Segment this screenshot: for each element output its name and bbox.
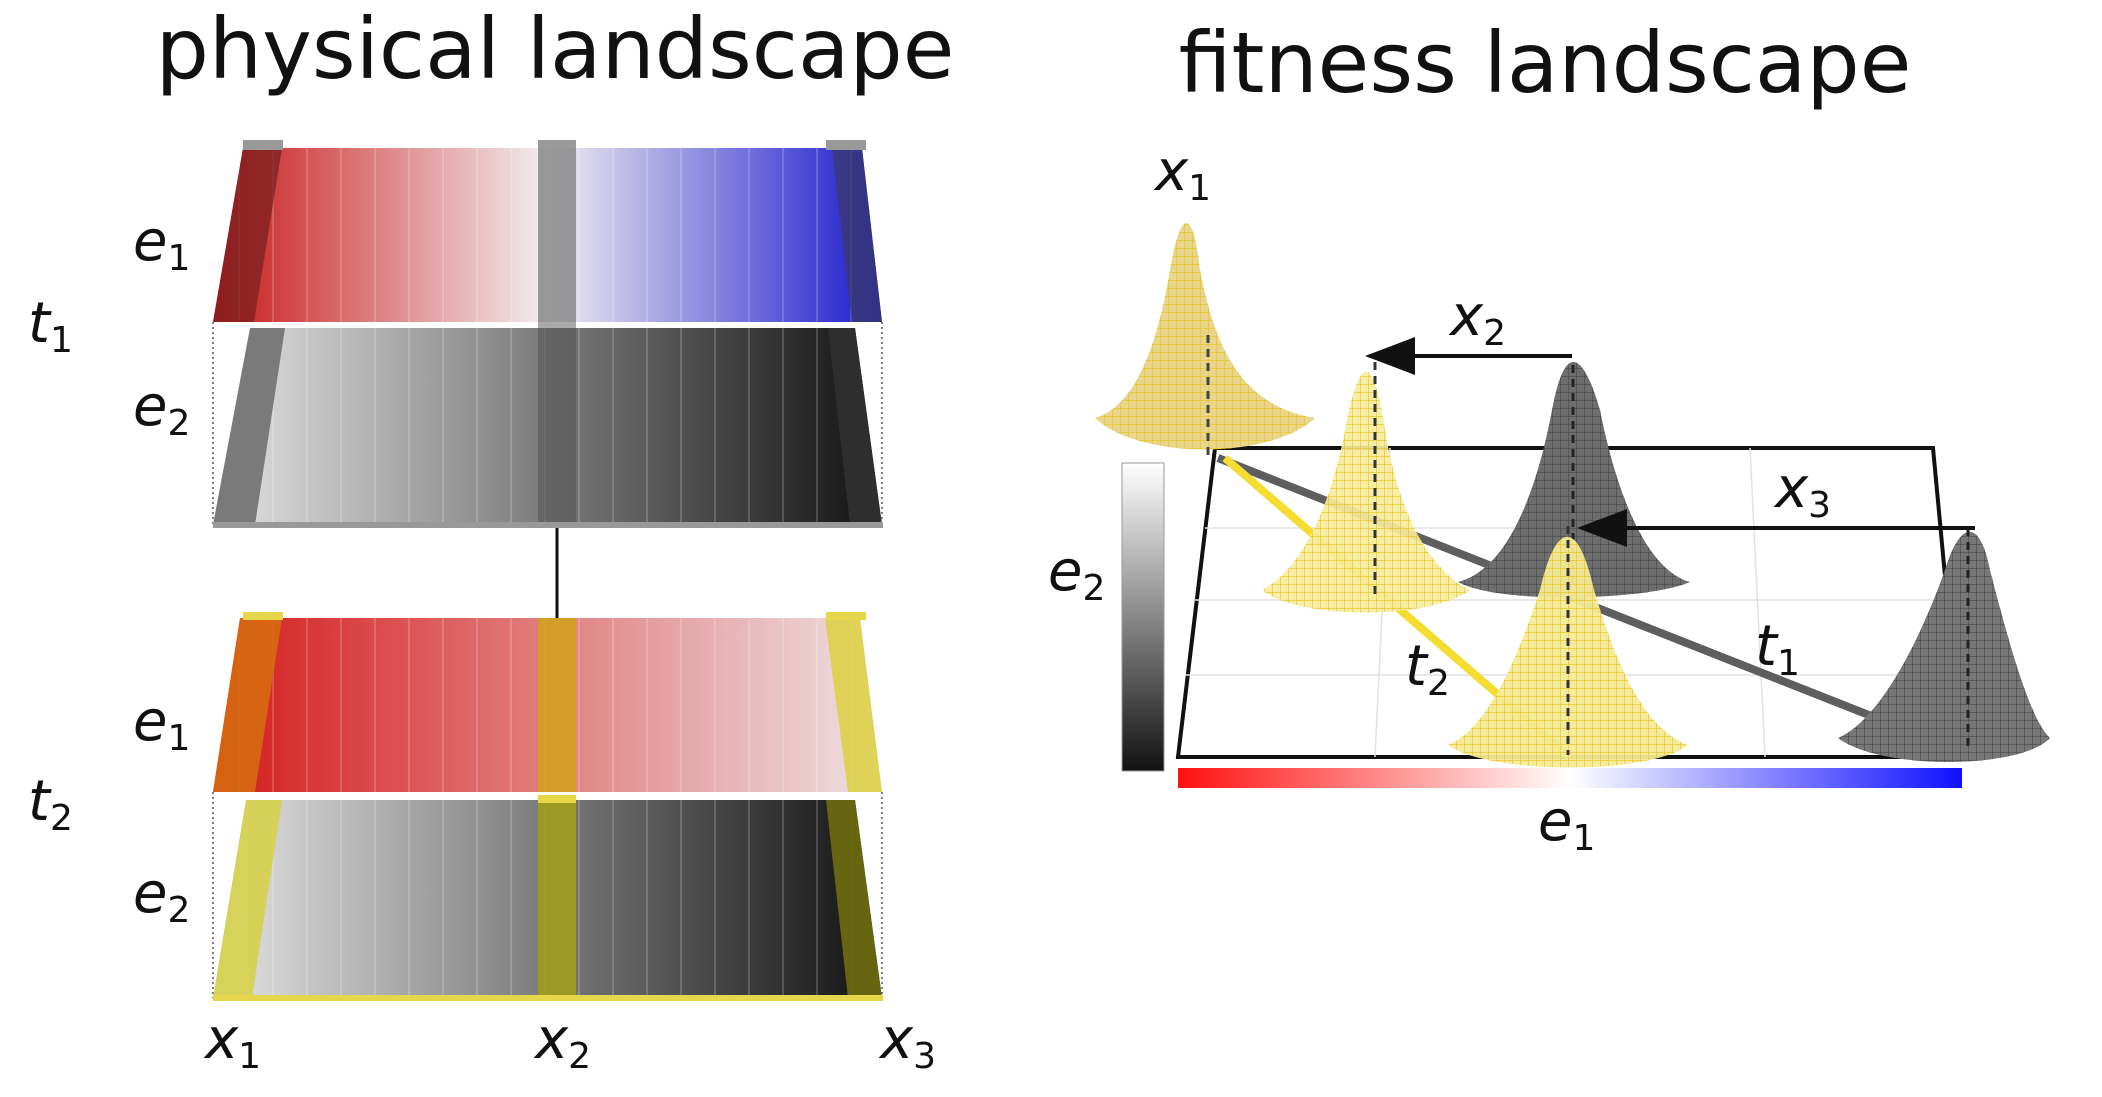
label-t1: t1 bbox=[28, 291, 73, 361]
label-t2: t2 bbox=[28, 769, 73, 839]
svg-text:t2: t2 bbox=[1405, 634, 1450, 704]
strip-t1-e2 bbox=[213, 328, 883, 528]
label-x3-left: x3 bbox=[878, 1007, 936, 1077]
svg-text:x3: x3 bbox=[878, 1007, 936, 1077]
svg-text:e1: e1 bbox=[1538, 789, 1595, 859]
label-e2-top: e2 bbox=[133, 374, 190, 444]
label-e1-right: e1 bbox=[1538, 789, 1595, 859]
label-t2-right: t2 bbox=[1405, 634, 1450, 704]
arrow-x3-shift bbox=[1577, 509, 1975, 547]
svg-text:e2: e2 bbox=[133, 374, 190, 444]
arrow-x2-shift bbox=[1365, 337, 1572, 375]
svg-text:e2: e2 bbox=[1048, 539, 1105, 609]
svg-text:e1: e1 bbox=[133, 689, 190, 759]
svg-text:x3: x3 bbox=[1773, 456, 1831, 526]
label-x1-right: x1 bbox=[1153, 139, 1211, 209]
e1-color-bar bbox=[1178, 768, 1962, 788]
svg-text:t1: t1 bbox=[28, 291, 73, 361]
svg-text:x1: x1 bbox=[1153, 139, 1211, 209]
strip-t2-e2 bbox=[213, 795, 883, 1001]
label-e1-top: e1 bbox=[133, 209, 190, 279]
peak-x3-t2 bbox=[1448, 526, 1688, 768]
svg-text:e2: e2 bbox=[133, 861, 190, 931]
title-physical-landscape: physical landscape bbox=[156, 0, 955, 98]
peak-x1-t1t2 bbox=[1095, 223, 1315, 455]
e2-color-bar bbox=[1121, 462, 1165, 772]
title-fitness-landscape: fitness landscape bbox=[1179, 14, 1912, 112]
label-x1-left: x1 bbox=[203, 1007, 261, 1077]
peak-x3-t1 bbox=[1838, 528, 2050, 762]
svg-text:x1: x1 bbox=[203, 1007, 261, 1077]
svg-text:x2: x2 bbox=[533, 1007, 591, 1077]
label-x2-right: x2 bbox=[1448, 284, 1506, 354]
label-x2-left: x2 bbox=[533, 1007, 591, 1077]
label-x3-right: x3 bbox=[1773, 456, 1831, 526]
label-e2-right: e2 bbox=[1048, 539, 1105, 609]
svg-text:t1: t1 bbox=[1755, 614, 1800, 684]
strip-t1-e1 bbox=[213, 140, 882, 330]
guide-lines bbox=[212, 322, 883, 998]
svg-text:t2: t2 bbox=[28, 769, 73, 839]
label-e1-bottom: e1 bbox=[133, 689, 190, 759]
label-e2-bottom: e2 bbox=[133, 861, 190, 931]
strip-t2-e1 bbox=[213, 612, 882, 792]
label-t1-right: t1 bbox=[1755, 614, 1800, 684]
peak-x2-t2 bbox=[1262, 362, 1470, 613]
svg-text:e1: e1 bbox=[133, 209, 190, 279]
svg-text:x2: x2 bbox=[1448, 284, 1506, 354]
